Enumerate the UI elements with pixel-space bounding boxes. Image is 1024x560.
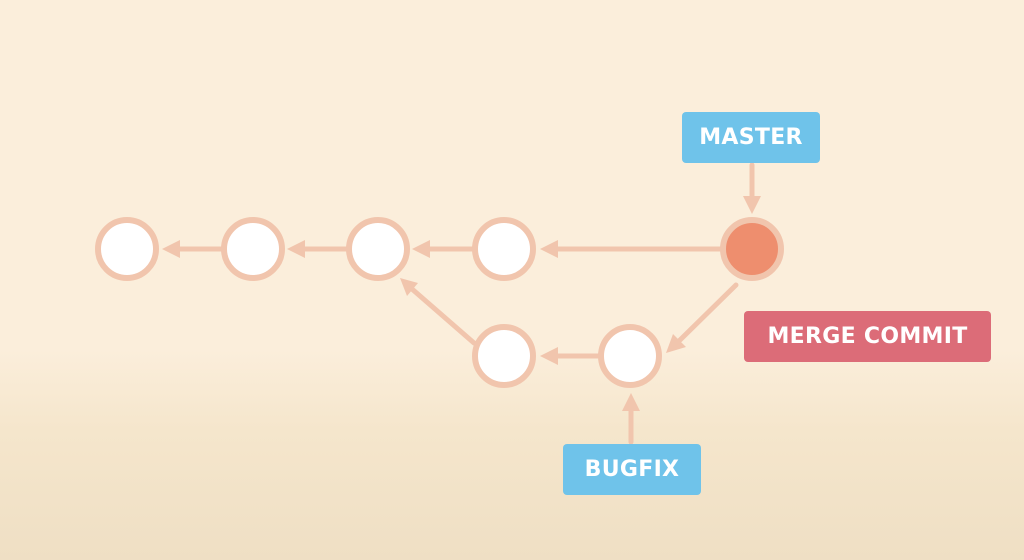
arrow-c2-to-c1 xyxy=(162,240,225,258)
arrow-merge-to-b2 xyxy=(666,282,739,353)
merge-commit-node xyxy=(720,217,784,281)
arrow-merge-to-c4 xyxy=(540,240,723,258)
arrow-b1-to-c3 xyxy=(400,278,477,346)
merge-commit-label: MERGE COMMIT xyxy=(744,311,991,362)
arrow-master-pointer xyxy=(743,162,761,214)
bugfix-commit-node-1 xyxy=(472,324,536,388)
arrow-c4-to-c3 xyxy=(412,240,475,258)
master-branch-label: MASTER xyxy=(682,112,820,163)
commit-node-2 xyxy=(221,217,285,281)
commit-node-1 xyxy=(95,217,159,281)
arrow-c3-to-c2 xyxy=(287,240,349,258)
commit-node-4 xyxy=(472,217,536,281)
bugfix-branch-label: BUGFIX xyxy=(563,444,701,495)
bugfix-commit-node-2 xyxy=(598,324,662,388)
arrow-bugfix-pointer xyxy=(622,393,640,445)
arrow-b2-to-b1 xyxy=(540,347,601,365)
commit-node-3 xyxy=(346,217,410,281)
